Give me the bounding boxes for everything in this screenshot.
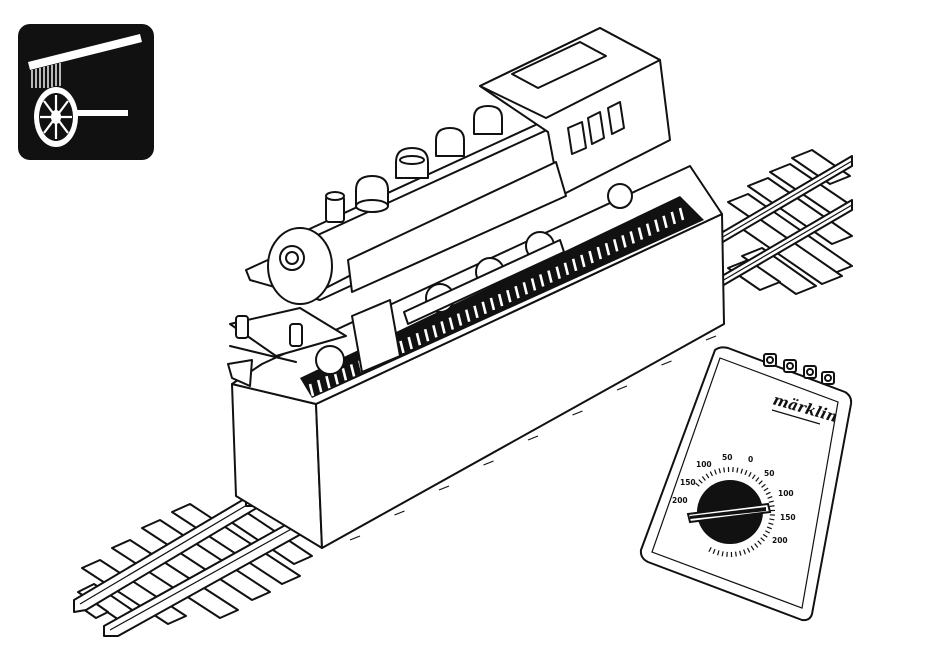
- track-right: [716, 150, 852, 294]
- base-dash: [439, 486, 449, 490]
- dial-tick: [770, 506, 775, 507]
- wheel-brush-cleaning-icon: [18, 24, 154, 160]
- dial-label-right-150: 150: [780, 513, 796, 522]
- dial-label-left-100: 100: [696, 460, 712, 469]
- dial-label-left-200: 200: [672, 496, 688, 505]
- dial-label-center-0: 0: [748, 455, 753, 464]
- dial-label-left-150: 150: [680, 478, 696, 487]
- base-dash: [350, 536, 360, 540]
- base-dash: [573, 411, 583, 415]
- speed-controller: märklin 200 150 100 50 0 50 100 150 200: [641, 347, 851, 620]
- dial-tick: [737, 468, 738, 473]
- dial-label-right-200: 200: [772, 536, 788, 545]
- dial-tick: [769, 519, 774, 520]
- dial-label-right-50: 50: [764, 469, 774, 478]
- base-dash: [395, 511, 405, 515]
- base-dash: [706, 336, 716, 340]
- dial-label-right-100: 100: [778, 489, 794, 498]
- base-dash: [662, 361, 672, 365]
- dial-tick: [724, 467, 725, 472]
- dial-tick: [736, 552, 737, 557]
- dial-label-left-50: 50: [722, 453, 732, 462]
- base-dash: [528, 436, 538, 440]
- dial-tick: [722, 551, 723, 556]
- base-dash: [617, 386, 627, 390]
- base-dash: [484, 461, 494, 465]
